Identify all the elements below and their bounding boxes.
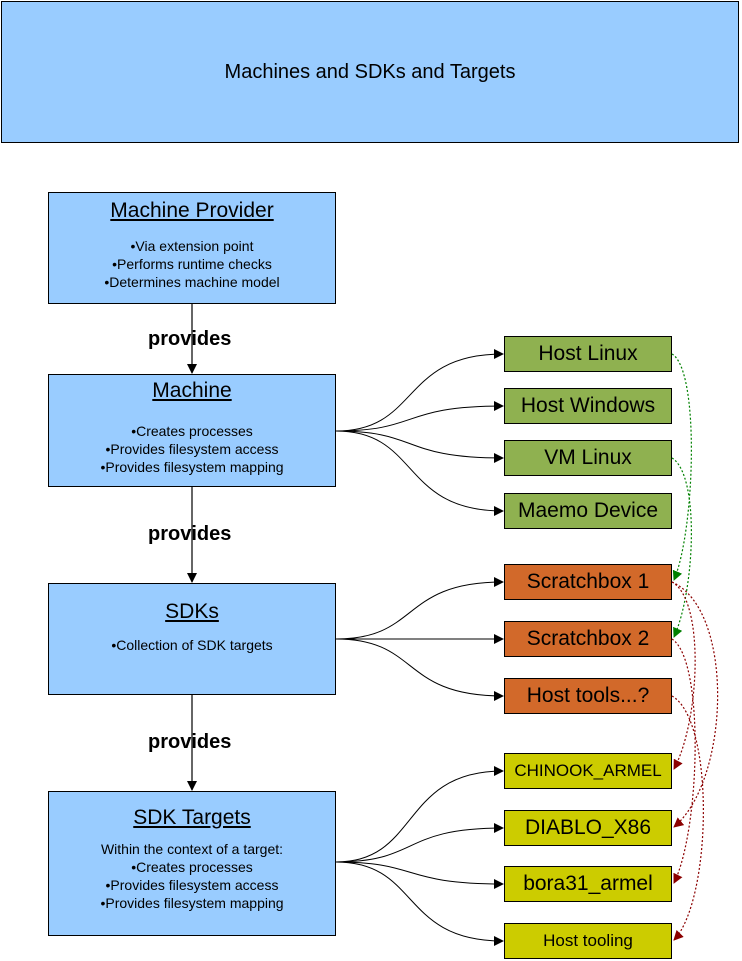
machine-provider-title: Machine Provider: [110, 199, 274, 222]
sdk-link: [335, 638, 504, 701]
red-dotted-link: [671, 695, 704, 941]
machine-line: •Provides filesystem access: [105, 441, 279, 457]
machine-host-linux: Host Linux: [504, 336, 672, 372]
sdks-title: SDKs: [165, 600, 219, 623]
sdk-targets-line: Within the context of a target:: [100, 841, 284, 857]
machine-provider-lines: •Via extension point •Performs runtime c…: [49, 237, 335, 291]
sdk-targets-box: SDK Targets Within the context of a targ…: [48, 791, 336, 936]
machine-provider-line: •Via extension point: [130, 238, 254, 254]
machine-vm-linux: VM Linux: [504, 440, 672, 476]
machine-host-windows: Host Windows: [504, 388, 672, 424]
machine-line: •Creates processes: [131, 423, 253, 439]
sdk-host-tools: Host tools...?: [504, 678, 672, 714]
sdk-targets-line: •Creates processes: [131, 859, 253, 875]
target-link: [335, 861, 504, 946]
target-link: [335, 861, 504, 889]
target-diablo-x86: DIABLO_X86: [504, 810, 672, 846]
sdks-box: SDKs •Collection of SDK targets: [48, 583, 336, 695]
machine-provider-line: •Performs runtime checks: [112, 256, 272, 272]
green-dotted-link: [671, 457, 692, 638]
sdk-link: [335, 577, 504, 640]
machine-title: Machine: [152, 379, 232, 402]
machine-lines: •Creates processes •Provides filesystem …: [49, 422, 335, 476]
red-dotted-link: [671, 638, 696, 884]
target-host-tooling: Host tooling: [504, 923, 672, 959]
target-bora31-armel: bora31_armel: [504, 866, 672, 902]
green-dotted-link: [671, 353, 692, 581]
red-dotted-link: [671, 581, 719, 828]
machine-box: Machine •Creates processes •Provides fil…: [48, 374, 336, 487]
target-link: [335, 823, 504, 863]
sdk-scratchbox-2: Scratchbox 2: [504, 621, 672, 657]
provides-label: provides: [148, 731, 232, 753]
sdk-targets-title: SDK Targets: [133, 806, 251, 829]
sdks-line: •Collection of SDK targets: [111, 637, 273, 653]
diagram-title: Machines and SDKs and Targets: [1, 1, 739, 143]
target-chinook-armel: CHINOOK_ARMEL: [504, 753, 672, 789]
sdk-targets-lines: Within the context of a target: •Creates…: [49, 840, 335, 912]
red-dotted-link: [671, 581, 696, 770]
target-link: [335, 766, 504, 863]
machine-provider-line: •Determines machine model: [104, 274, 280, 290]
provides-label: provides: [148, 328, 232, 350]
machine-maemo-device: Maemo Device: [504, 493, 672, 529]
sdk-scratchbox-1: Scratchbox 1: [504, 564, 672, 600]
sdks-lines: •Collection of SDK targets: [49, 636, 335, 654]
machine-link: [335, 430, 504, 463]
machine-provider-box: Machine Provider •Via extension point •P…: [48, 192, 336, 304]
machine-link: [335, 349, 504, 432]
machine-link: [335, 401, 504, 432]
machine-line: •Provides filesystem mapping: [100, 459, 284, 475]
sdk-targets-line: •Provides filesystem access: [105, 877, 279, 893]
provides-label: provides: [148, 523, 232, 545]
machine-link: [335, 430, 504, 516]
sdk-targets-line: •Provides filesystem mapping: [100, 895, 284, 911]
